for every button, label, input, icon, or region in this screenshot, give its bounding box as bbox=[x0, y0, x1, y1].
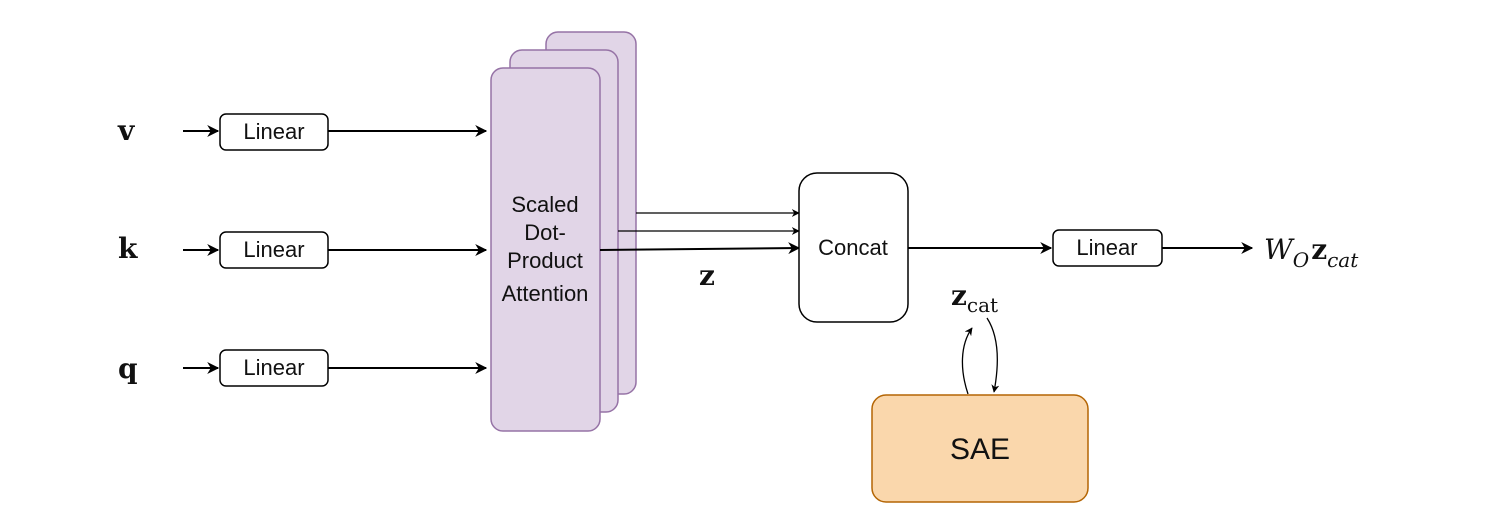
linear-box-q: Linear bbox=[219, 349, 329, 387]
attention-label: Scaled Dot- Product Attention bbox=[502, 192, 589, 306]
output-z-sub: cat bbox=[1327, 248, 1359, 272]
arrow-zcat-to-sae bbox=[986, 317, 1000, 393]
zcat-main: z bbox=[951, 279, 967, 312]
linear-box-out-label: Linear bbox=[1076, 235, 1137, 260]
sae-box: SAE bbox=[871, 394, 1089, 503]
attention-label-line1: Scaled bbox=[511, 192, 578, 217]
linear-box-q-label: Linear bbox=[243, 355, 304, 380]
concat-label: Concat bbox=[818, 235, 888, 260]
sae-label: SAE bbox=[950, 433, 1010, 466]
linear-box-k-label: Linear bbox=[243, 237, 304, 262]
linear-box-out: Linear bbox=[1052, 229, 1163, 267]
attention-label-line2: Dot- bbox=[524, 220, 566, 245]
zcat-sub: cat bbox=[967, 293, 998, 317]
input-k-label: k bbox=[118, 232, 138, 265]
attention-label-line3: Product bbox=[507, 248, 583, 273]
z-label: z bbox=[699, 259, 715, 292]
arrow-head-front-to-concat bbox=[599, 242, 801, 255]
output-z: z bbox=[1311, 233, 1327, 266]
linear-box-v-label: Linear bbox=[243, 119, 304, 144]
input-v-label: v bbox=[117, 114, 135, 147]
attention-label-line4: Attention bbox=[502, 281, 589, 306]
output-w-sub: O bbox=[1293, 248, 1309, 272]
zcat-label: zcat bbox=[951, 279, 998, 317]
linear-box-k: Linear bbox=[219, 231, 329, 269]
concat-box: Concat bbox=[798, 172, 909, 323]
linear-box-v: Linear bbox=[219, 113, 329, 151]
output-w: W bbox=[1264, 233, 1295, 266]
arrow-sae-to-zcat bbox=[961, 327, 973, 395]
output-expression: WOzcat bbox=[1264, 233, 1359, 272]
input-q-label: q bbox=[118, 352, 138, 385]
